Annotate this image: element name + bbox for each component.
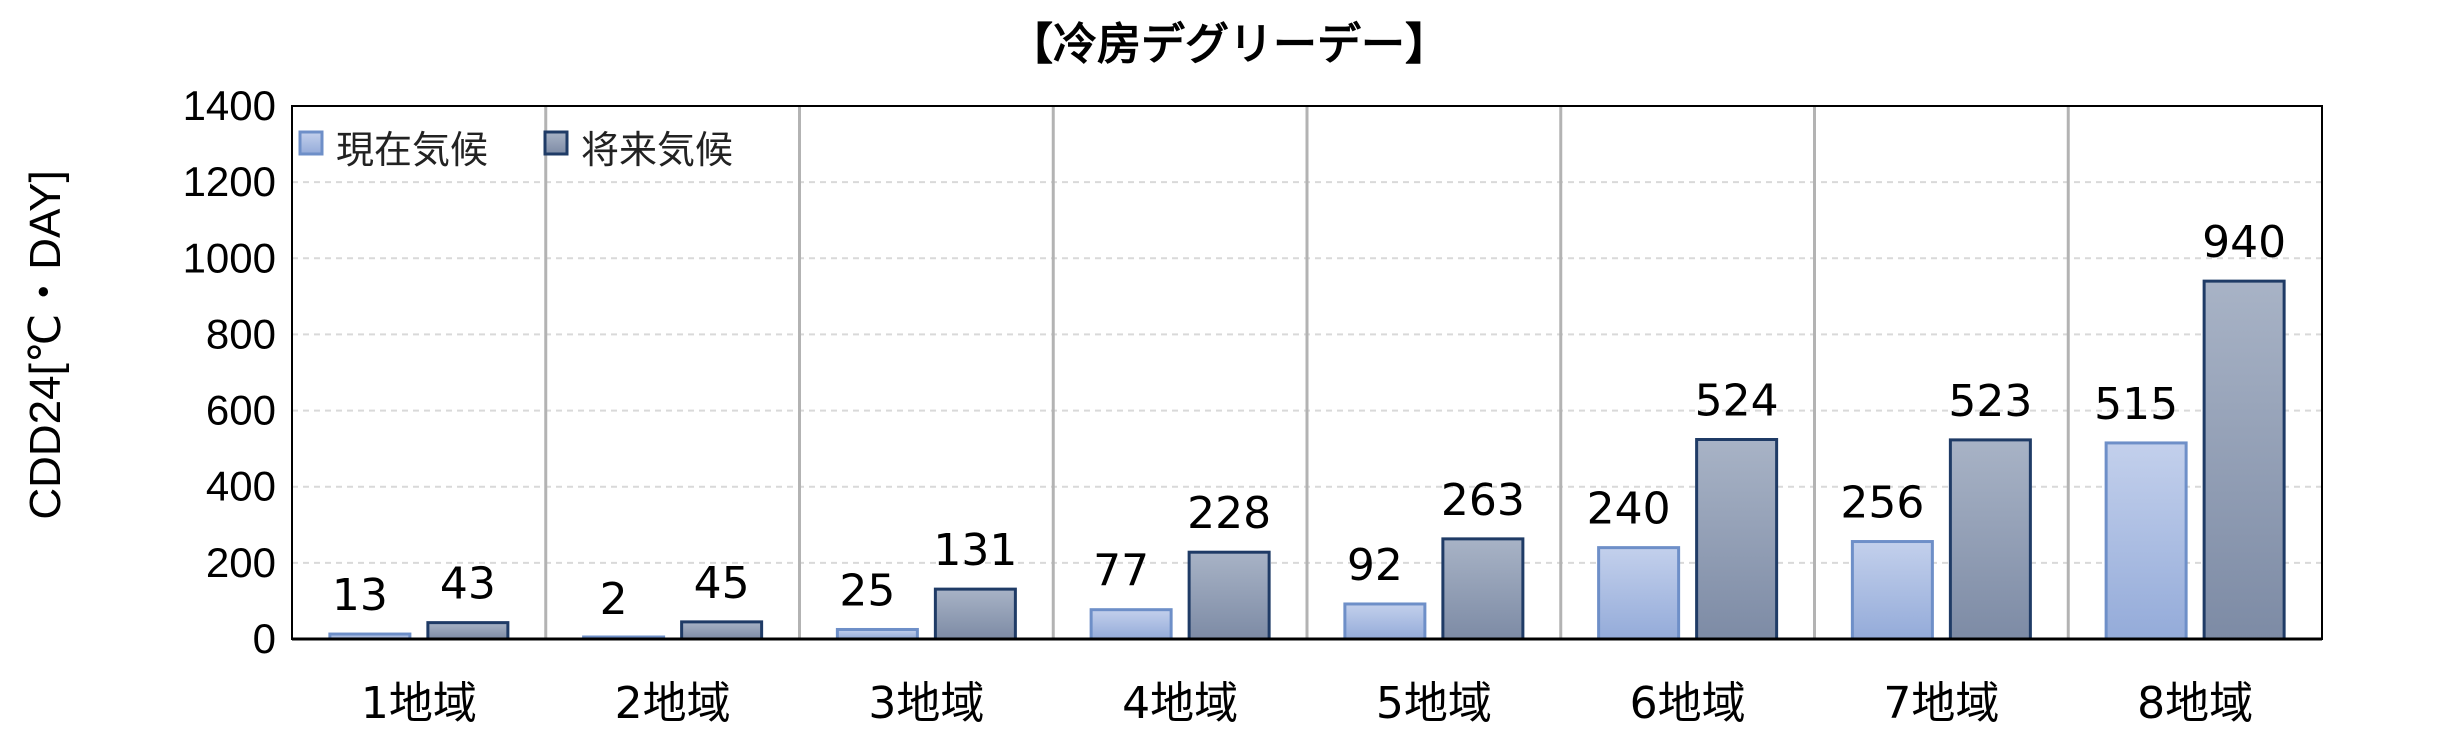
category-separators [544,106,2070,639]
bar-future [1441,537,1525,641]
data-label: 25 [839,565,895,616]
y-tick-label: 1400 [183,82,276,129]
bar-future [933,587,1017,641]
bar-future [2202,279,2286,641]
legend-label: 将来気候 [581,128,733,172]
bar-future [1948,438,2032,641]
bar-future [680,620,764,641]
x-tick-label: 3地域 [868,678,984,729]
data-label: 131 [933,525,1017,576]
bar-current [1089,608,1173,641]
y-tick-label: 0 [253,615,276,662]
y-tick-label: 800 [206,310,276,357]
legend-swatch [298,130,324,156]
data-label: 228 [1187,488,1271,539]
bar-current [1597,546,1681,641]
data-label: 523 [1948,376,2032,427]
data-label: 2 [600,574,628,625]
legend-swatch [543,130,569,156]
legend: 現在気候 将来気候 [298,128,733,172]
legend-label: 現在気候 [336,128,488,172]
bar-future [1695,438,1779,641]
y-axis-label: CDD24[℃・DAY] [21,170,70,519]
data-label: 240 [1587,484,1671,535]
chart-title: 【冷房デグリーデー】 [1009,19,1449,70]
data-label: 263 [1441,475,1525,526]
data-label: 940 [2202,217,2286,268]
axes: 0 200 400 600 800 1000 1200 1400 1地域 2地域 3地域 4地域 5地域… [183,82,2323,729]
y-tick-label: 600 [206,387,276,434]
bar-current [1850,540,1934,641]
data-label: 524 [1695,376,1779,427]
x-tick-label: 5地域 [1376,678,1492,729]
data-label: 515 [2094,379,2178,430]
x-tick-label: 6地域 [1630,678,1746,729]
x-tick-label: 1地域 [361,678,477,729]
x-tick-label: 2地域 [615,678,731,729]
data-label: 43 [440,559,496,610]
data-label: 256 [1840,478,1924,529]
x-tick-label: 8地域 [2137,678,2253,729]
data-labels: 13 43 2 45 25 131 77 228 92 263 240 524 256 523 515 940 [332,217,2286,625]
data-label: 13 [332,570,388,621]
y-tick-label: 1000 [183,234,276,281]
bar-future [1187,550,1271,641]
y-tick-label: 1200 [183,158,276,205]
data-label: 92 [1347,540,1403,591]
bar-current [1343,602,1427,641]
x-tick-label: 7地域 [1883,678,1999,729]
y-tick-label: 200 [206,539,276,586]
x-tick-label: 4地域 [1122,678,1238,729]
bar-current [2104,441,2188,641]
y-tick-label: 400 [206,463,276,510]
data-label: 45 [694,558,750,609]
bar-future [426,621,510,641]
data-label: 77 [1093,546,1149,597]
